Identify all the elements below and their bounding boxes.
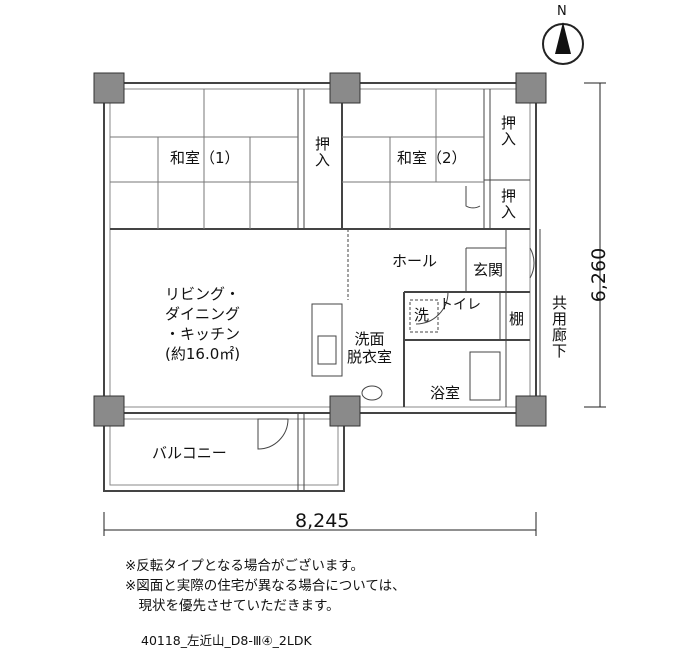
dimension-width: 8,245 [295,510,350,532]
ldk-line-3: ・キッチン [165,325,241,343]
senmen-line-2: 脱衣室 [347,348,393,366]
note-line-1: ※反転タイプとなる場合がございます。 [125,558,365,574]
ldk-line-2: ダイニング [165,305,241,323]
ldk-line-1: リビング・ [165,285,241,303]
room-label-senmen: 洗面 脱衣室 [347,330,392,366]
room-label-toilet: トイレ [439,297,481,313]
note-line-3: 現状を優先させていただきます。 [125,598,340,614]
room-label-corridor: 共用廊下 [550,295,568,359]
room-label-oshiire-c: 押入 [499,188,517,220]
dimension-height: 6,260 [588,247,611,303]
room-label-washitsu-1: 和室（1） [170,149,240,167]
plan-caption: 40118_左近山_D8-Ⅲ④_2LDK [141,633,312,648]
ldk-line-4: (約16.0㎡) [165,345,241,363]
north-arrow-icon [542,22,584,65]
room-label-oshiire-a: 押入 [313,136,331,168]
room-label-oshiire-b: 押入 [499,115,517,147]
room-label-sen: 洗 [414,306,430,324]
room-label-yokushitsu: 浴室 [430,384,461,402]
room-label-genkan: 玄関 [473,261,504,279]
room-label-washitsu-2: 和室（2） [397,149,467,167]
room-label-ldk: リビング・ ダイニング ・キッチン (約16.0㎡) [165,284,240,364]
dimension-lines [103,82,606,536]
senmen-line-1: 洗面 [354,330,385,348]
room-label-tana: 棚 [509,310,525,328]
compass-north-label: N [557,4,567,19]
notes: ※反転タイプとなる場合がございます。 ※図面と実際の住宅が異なる場合については、… [125,556,406,616]
room-label-balcony: バルコニー [152,444,227,462]
note-line-2: ※図面と実際の住宅が異なる場合については、 [125,578,406,594]
room-label-hall: ホール [392,252,438,270]
